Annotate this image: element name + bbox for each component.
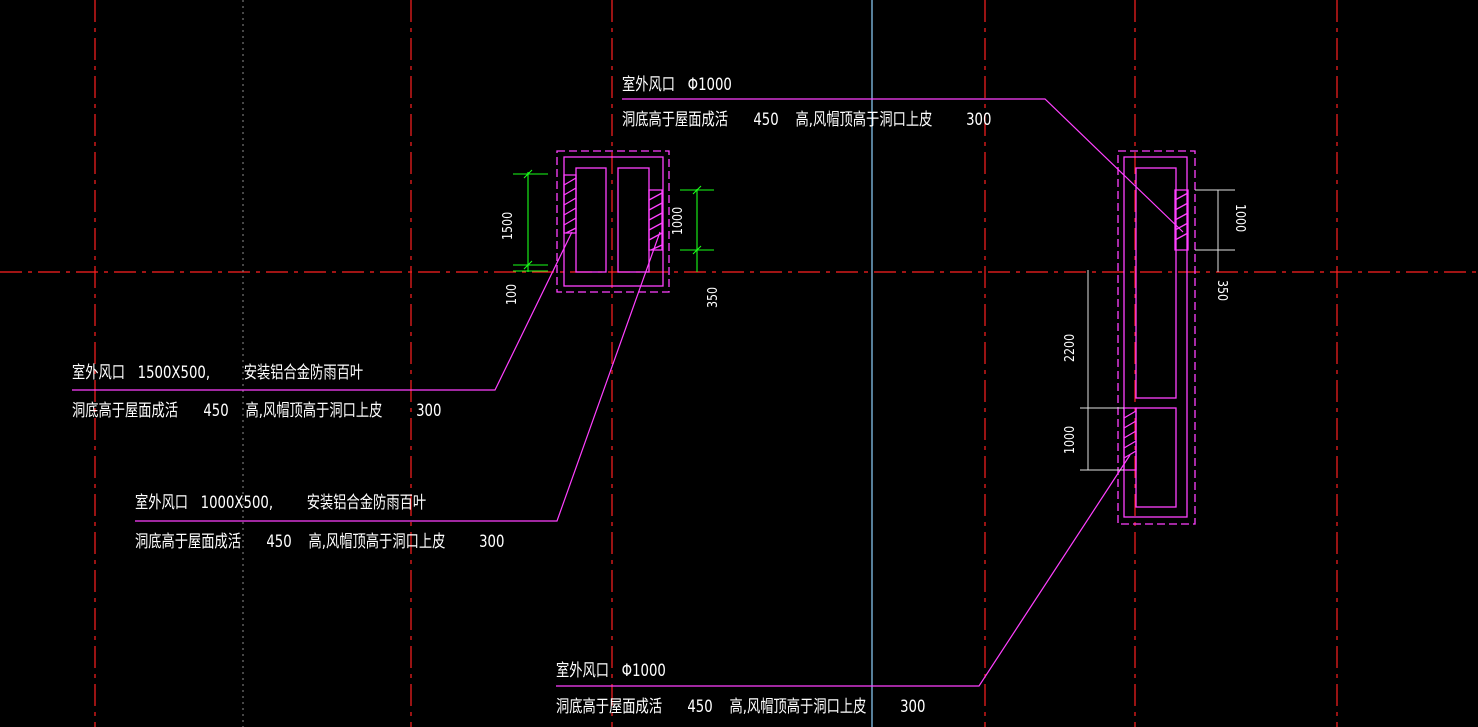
dim-text-2200: 2200 <box>1063 333 1078 362</box>
dim-text-350-right: 350 <box>1214 280 1229 302</box>
dim-tick <box>523 169 533 179</box>
dim-text-1000-right-bottom: 1000 <box>1063 425 1078 454</box>
left-vent-openings[interactable] <box>556 150 670 293</box>
left-inner-opening-1 <box>575 167 607 273</box>
dim-tick <box>523 260 533 270</box>
louver-hatch <box>1123 407 1137 471</box>
louver-hatch <box>563 174 577 234</box>
right-inner-opening-top <box>1135 167 1177 399</box>
left-inner-opening-2 <box>617 167 650 273</box>
right-dimension-lines <box>1080 189 1235 471</box>
left-outer-dashed-rect <box>556 150 670 293</box>
annotation-left-1000-line1: 室外风口 1000X500, 安装铝合金防雨百叶 <box>135 493 427 513</box>
dim-text-1000-right-top: 1000 <box>1232 204 1247 233</box>
louver-hatch <box>648 189 663 251</box>
dim-tick <box>692 185 702 195</box>
dim-text-1500: 1500 <box>501 211 516 240</box>
annotation-left-1000-line2: 洞底高于屋面成活 450 高,风帽顶高于洞口上皮 300 <box>135 532 505 552</box>
dimension-lines <box>513 169 714 272</box>
right-inner-opening-bottom <box>1135 407 1177 508</box>
dim-text-350-left: 350 <box>706 286 721 308</box>
annotation-left-1500-line1: 室外风口 1500X500, 安装铝合金防雨百叶 <box>72 363 364 383</box>
right-outer-rect <box>1123 156 1188 518</box>
leader-top-round <box>622 98 1184 233</box>
right-vent-openings[interactable] <box>1117 150 1196 525</box>
louver-hatch <box>1174 189 1189 251</box>
leader-left-1500 <box>72 231 573 391</box>
annotation-bottom-round-line2: 洞底高于屋面成活 450 高,风帽顶高于洞口上皮 300 <box>556 697 926 717</box>
dim-tick <box>692 245 702 255</box>
dim-text-100: 100 <box>505 283 520 305</box>
dim-text-1000-left: 1000 <box>671 206 686 235</box>
annotation-bottom-round-line1: 室外风口 Φ1000 <box>556 661 666 681</box>
leader-left-1000 <box>135 231 661 522</box>
right-outer-dashed-rect <box>1117 150 1196 525</box>
annotation-left-1500-line2: 洞底高于屋面成活 450 高,风帽顶高于洞口上皮 300 <box>72 401 442 421</box>
annotation-top-round-line1: 室外风口 Φ1000 <box>622 75 732 95</box>
annotation-top-round-line2: 洞底高于屋面成活 450 高,风帽顶高于洞口上皮 300 <box>622 110 992 130</box>
leader-bottom-round <box>556 454 1131 687</box>
leader-lines <box>72 98 1184 687</box>
